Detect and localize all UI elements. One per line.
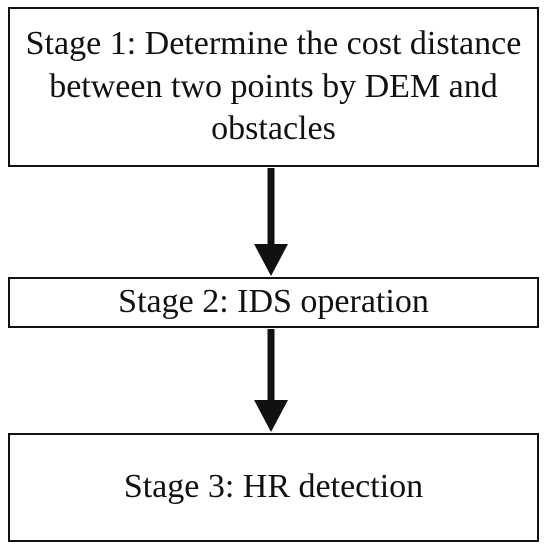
arrow-stage2-to-stage3 bbox=[254, 329, 288, 432]
stage-3-label: Stage 3: HR detection bbox=[123, 468, 424, 506]
stage-1-label: Stage 1: Determine the cost distance bet… bbox=[25, 25, 522, 148]
arrow-2-head bbox=[254, 400, 288, 432]
stage-2-box: Stage 2: IDS operation bbox=[8, 277, 539, 328]
stage-3-box: Stage 3: HR detection bbox=[8, 433, 539, 542]
arrow-1-head bbox=[254, 244, 288, 276]
stage-2-label: Stage 2: IDS operation bbox=[118, 283, 429, 321]
stage-1-box: Stage 1: Determine the cost distance bet… bbox=[8, 7, 539, 167]
arrow-stage1-to-stage2 bbox=[254, 168, 288, 276]
